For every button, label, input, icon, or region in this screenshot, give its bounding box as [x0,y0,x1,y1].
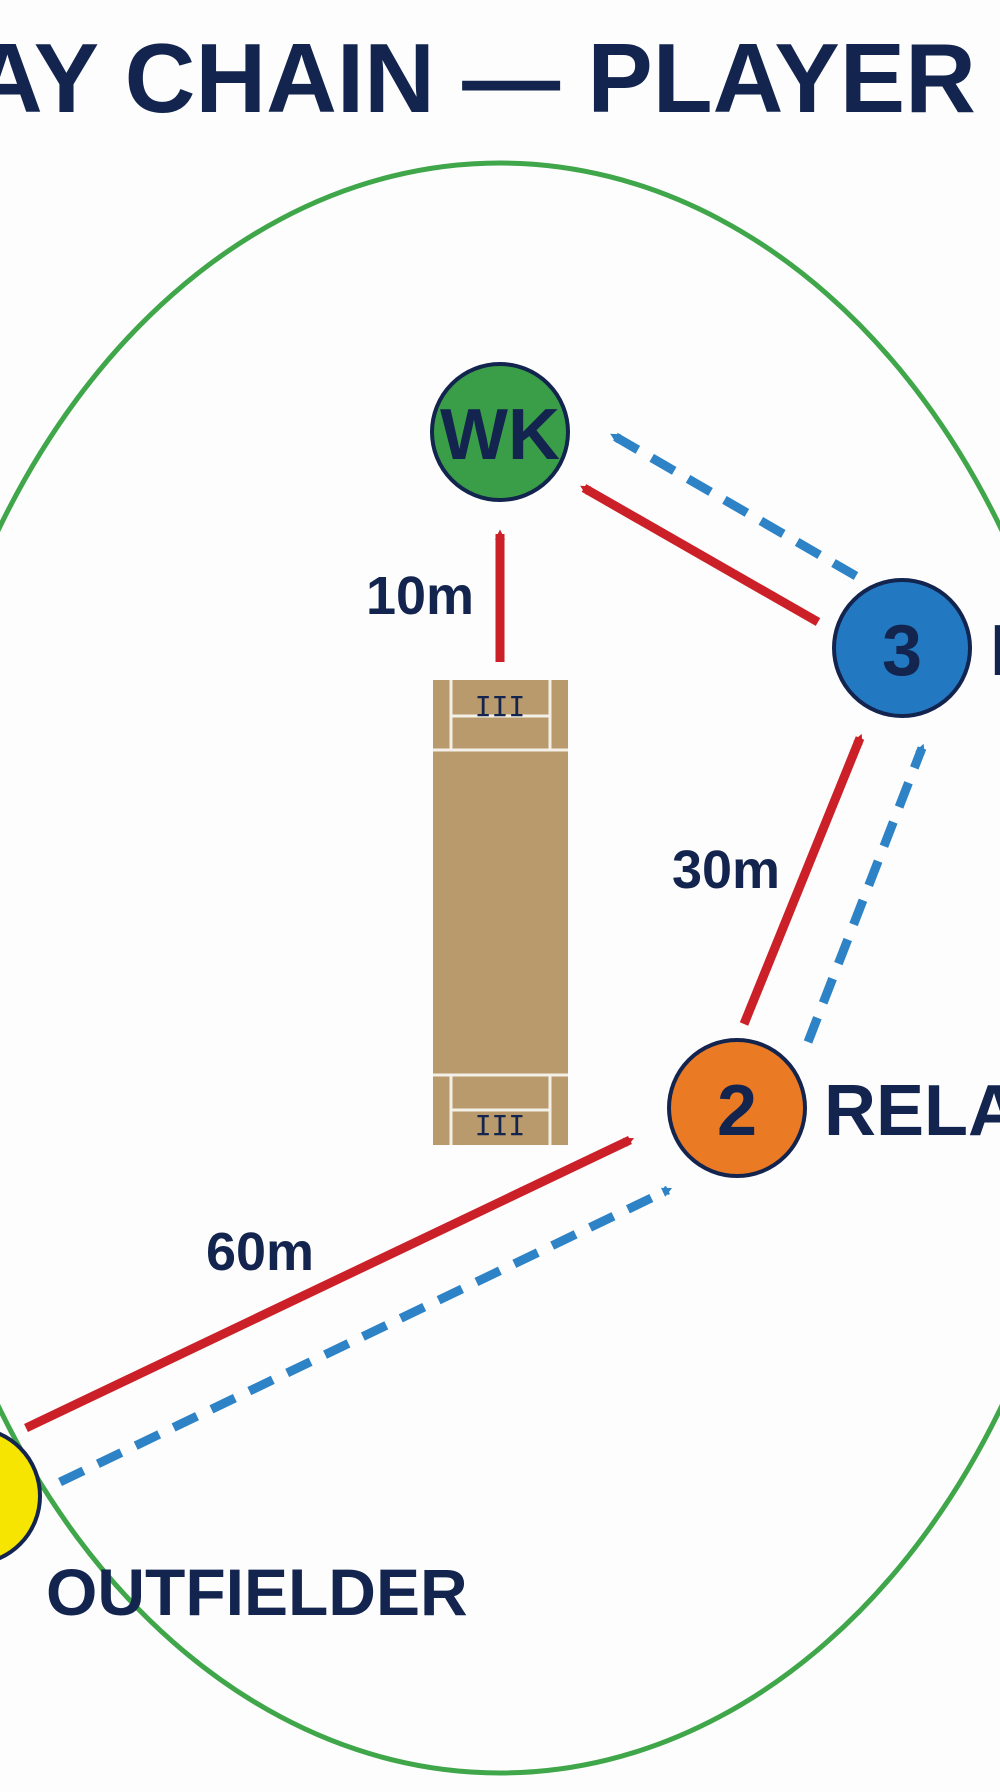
node-relay-3-text: 3 [882,611,922,691]
stumps-bottom: III [475,1109,526,1142]
return-arrow-relay3-to-wk [610,432,859,580]
return-arrows [58,432,927,1487]
stumps-top: III [475,690,526,723]
distance-label-to-wk: 10m [366,566,474,626]
pitch-strip [433,680,568,1145]
distance-label-outfielder-to-relay2: 60m [206,1222,314,1282]
node-outfielder [0,1431,42,1561]
return-arrow-outfielder-to-relay2 [58,1185,673,1487]
node-relay-3: 3 [832,578,972,718]
field-boundary [0,160,1000,1776]
throw-arrow-relay2-to-relay3 [739,733,865,1026]
throw-arrows [24,484,865,1433]
distance-label-relay2-to-relay3: 30m [672,840,780,900]
diagram-title: AY CHAIN — PLAYER POSITIO [0,23,1000,133]
node-relay-2-label: RELAY [824,1071,1000,1151]
node-outfielder-label: OUTFIELDER [46,1555,468,1629]
node-wicketkeeper-text: WK [440,395,560,475]
node-wicketkeeper: WK [430,362,570,502]
node-relay-2: 2 [667,1038,807,1178]
throw-arrow-relay3-to-wk [580,484,821,626]
throw-arrow-outfielder-to-relay2 [24,1135,635,1433]
node-relay-3-label: I [990,611,1000,691]
node-relay-2-text: 2 [717,1071,757,1151]
return-arrow-relay2-to-relay3 [803,743,927,1044]
cricket-pitch: III III [433,680,568,1145]
